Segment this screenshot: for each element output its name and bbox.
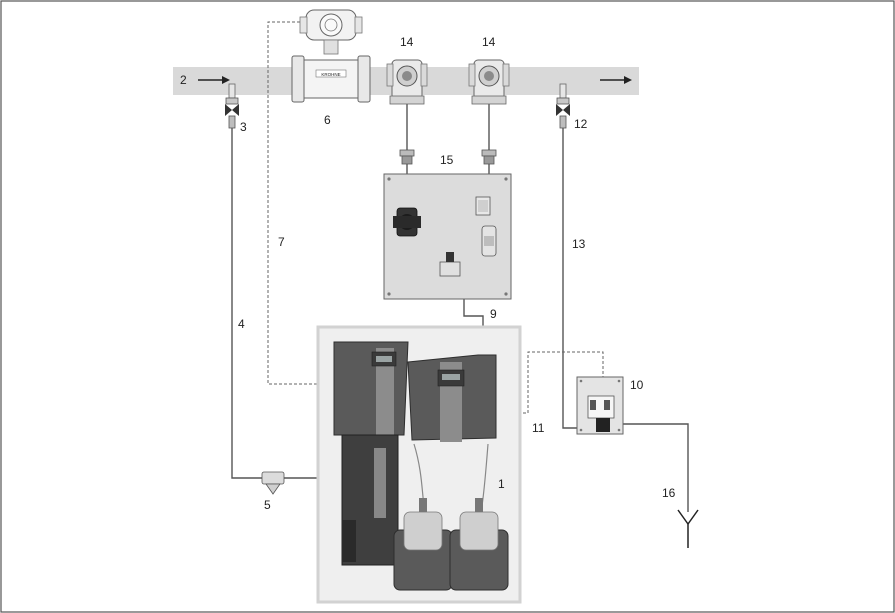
- fitting-14b-icon: [481, 149, 497, 165]
- canister-right-icon: [449, 498, 509, 591]
- line-13: [562, 128, 580, 429]
- line-4: [231, 128, 262, 479]
- pump-icon: [393, 207, 421, 237]
- label-2: 2: [180, 73, 187, 87]
- flowmeter-icon: [291, 9, 371, 103]
- strainer-5-icon: [261, 471, 285, 495]
- label-11: 11: [532, 421, 545, 435]
- label-3: 3: [240, 120, 247, 134]
- signal-line-7: [267, 21, 330, 385]
- valve-block-icon: [439, 252, 461, 277]
- label-14b: 14: [482, 35, 496, 49]
- flowmeter-badge: KROHNE: [321, 72, 340, 77]
- fitting-14a-icon: [399, 149, 415, 165]
- dosing-unit-large: [333, 341, 409, 566]
- label-6: 6: [324, 113, 331, 127]
- sensor-housing-14a-icon: [386, 59, 428, 105]
- signal-line-11: [513, 351, 604, 414]
- sampling-valve-3-icon: [225, 83, 239, 129]
- label-16: 16: [662, 486, 676, 500]
- label-14a: 14: [400, 35, 414, 49]
- label-10: 10: [630, 378, 644, 392]
- label-5: 5: [264, 498, 271, 512]
- label-12: 12: [574, 117, 588, 131]
- dosing-unit-small: [407, 354, 497, 442]
- label-1: 1: [498, 477, 505, 491]
- label-7: 7: [278, 235, 285, 249]
- sampling-valve-12-icon: [556, 83, 570, 129]
- sensor-housing-14b-icon: [468, 59, 510, 105]
- drain-icon: [677, 509, 699, 548]
- line-16: [622, 423, 689, 512]
- label-9: 9: [490, 307, 497, 321]
- flow-cell-icon: [475, 196, 497, 257]
- device-10-panel: [576, 376, 624, 435]
- flow-arrow-out: [600, 76, 632, 84]
- flow-arrow-in: [198, 76, 230, 84]
- label-13: 13: [572, 237, 586, 251]
- canister-left-icon: [393, 498, 453, 591]
- label-4: 4: [238, 317, 245, 331]
- label-15: 15: [440, 153, 454, 167]
